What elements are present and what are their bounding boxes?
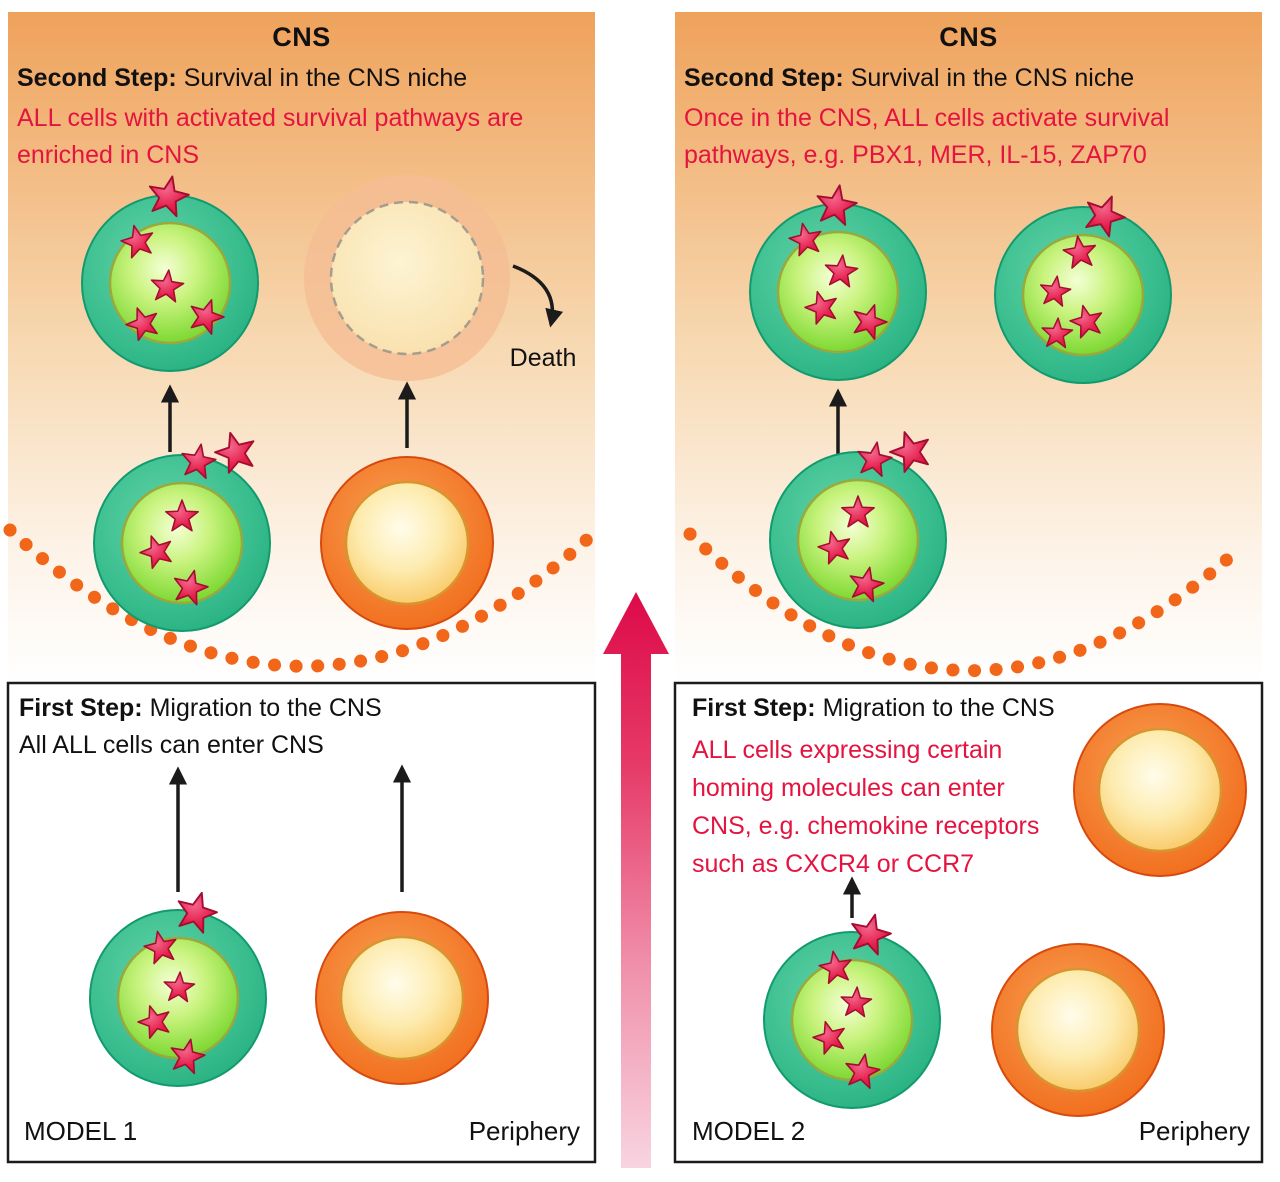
periphery-description-model1: All ALL cells can enter CNS — [19, 731, 324, 759]
model2-label: MODEL 2 — [692, 1116, 806, 1146]
second-step-heading-model2: Second Step: Survival in the CNS niche — [684, 62, 1134, 95]
model2-panel-graphics — [673, 12, 1264, 1164]
dying-cell-model1 — [304, 175, 510, 381]
cns-description-model1: ALL cells with activated survival pathwa… — [17, 104, 524, 169]
all-cell-body — [768, 450, 948, 630]
step-label-model1-cns: Second Step: — [17, 64, 177, 92]
periphery-label-model2: Periphery — [1138, 1116, 1250, 1146]
step-rest-model1-periphery: Migration to the CNS — [142, 694, 382, 722]
cns-title-model2: CNS — [939, 22, 998, 52]
step-label-model1-periphery: First Step: — [19, 694, 143, 722]
model1-panel-graphics — [3, 12, 599, 1164]
step-label-model2-cns: Second Step: — [684, 64, 844, 92]
cns-niche-boundary-dots-model1 — [3, 523, 599, 673]
step-rest-model1-cns: Survival in the CNS niche — [176, 64, 468, 92]
normal-cell-periphery-model2 — [990, 942, 1166, 1118]
death-label: Death — [509, 344, 577, 372]
death-arrow — [512, 264, 564, 328]
periphery-description-model2: ALL cells expressing certain homing mole… — [692, 736, 1040, 878]
cns-description-model2: Once in the CNS, ALL cells activate surv… — [684, 104, 1170, 169]
first-step-heading-model2: First Step: Migration to the CNS — [692, 692, 1055, 725]
cns-title-model1: CNS — [272, 22, 331, 52]
step-label-model2-periphery: First Step: — [692, 694, 816, 722]
step-rest-model2-cns: Survival in the CNS niche — [843, 64, 1135, 92]
model1-label: MODEL 1 — [24, 1116, 138, 1146]
second-step-heading-model1: Second Step: Survival in the CNS niche — [17, 62, 467, 95]
step-rest-model2-periphery: Migration to the CNS — [815, 694, 1055, 722]
all-cell-body — [748, 202, 928, 382]
periphery-label-model1: Periphery — [468, 1116, 580, 1146]
dying-cell-core — [329, 200, 485, 356]
cns-niche-boundary-dots-model2 — [683, 527, 1247, 678]
first-step-heading-model1: First Step: Migration to the CNS — [19, 692, 382, 725]
disease-progression-arrow — [603, 592, 669, 1168]
normal-cell-upper-periphery-model2 — [1072, 702, 1248, 878]
normal-cell-entering-model1 — [319, 455, 495, 631]
all-cell-body — [92, 453, 272, 633]
all-cell-body — [993, 205, 1173, 385]
periphery-box-model1 — [6, 681, 597, 1164]
normal-cell-periphery-model1 — [314, 910, 490, 1086]
